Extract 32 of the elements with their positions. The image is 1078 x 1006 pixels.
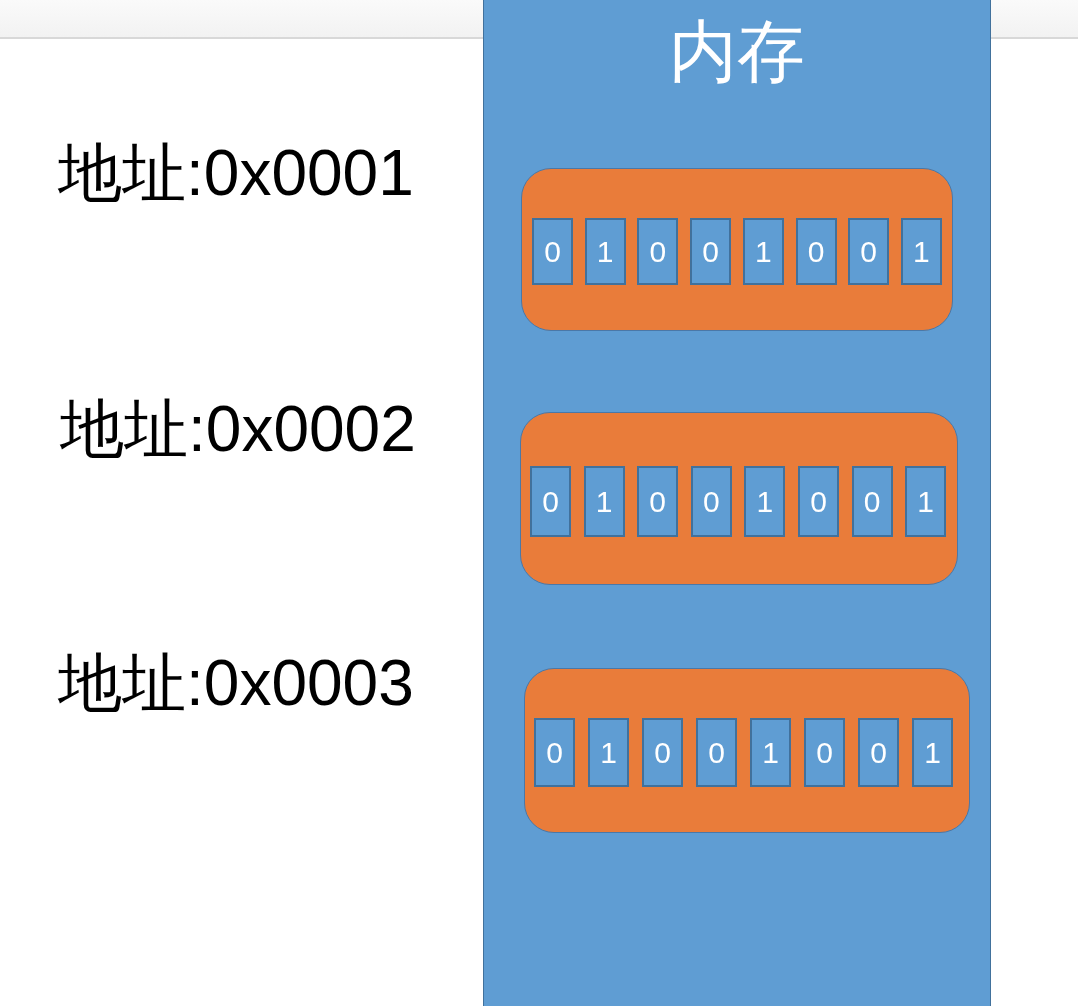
bit-cell: 0 <box>848 218 890 285</box>
byte-box <box>524 668 970 833</box>
bit-cell: 0 <box>534 718 575 787</box>
byte-box <box>520 412 958 585</box>
bit-cell: 1 <box>744 466 786 537</box>
bit-cell: 1 <box>584 218 626 285</box>
bit-cell: 0 <box>690 466 732 537</box>
bit-cell: 0 <box>696 718 737 787</box>
bit-cell: 1 <box>750 718 791 787</box>
bit-cell: 1 <box>588 718 629 787</box>
bit-cell: 1 <box>905 466 947 537</box>
bit-cell: 0 <box>798 466 839 537</box>
byte-box <box>521 168 953 331</box>
bit-cell: 1 <box>900 218 942 285</box>
bit-cell: 0 <box>804 718 845 787</box>
bit-cell: 0 <box>532 218 573 285</box>
bit-cell: 1 <box>742 218 784 285</box>
memory-column <box>483 0 991 1006</box>
bit-cell: 1 <box>912 718 953 787</box>
address-label: 地址:0x0002 <box>60 392 416 467</box>
bit-cell: 1 <box>583 466 625 537</box>
address-label: 地址:0x0003 <box>58 646 414 721</box>
bit-cell: 0 <box>858 718 899 787</box>
bit-cell: 0 <box>530 466 571 537</box>
memory-title: 内存 <box>668 12 806 91</box>
bit-cell: 0 <box>637 218 679 285</box>
bit-cell: 0 <box>690 218 732 285</box>
bit-cell: 0 <box>637 466 679 537</box>
bit-cell: 0 <box>851 466 893 537</box>
address-label: 地址:0x0001 <box>58 136 414 211</box>
bit-cell: 0 <box>795 218 837 285</box>
bit-cell: 0 <box>642 718 683 787</box>
